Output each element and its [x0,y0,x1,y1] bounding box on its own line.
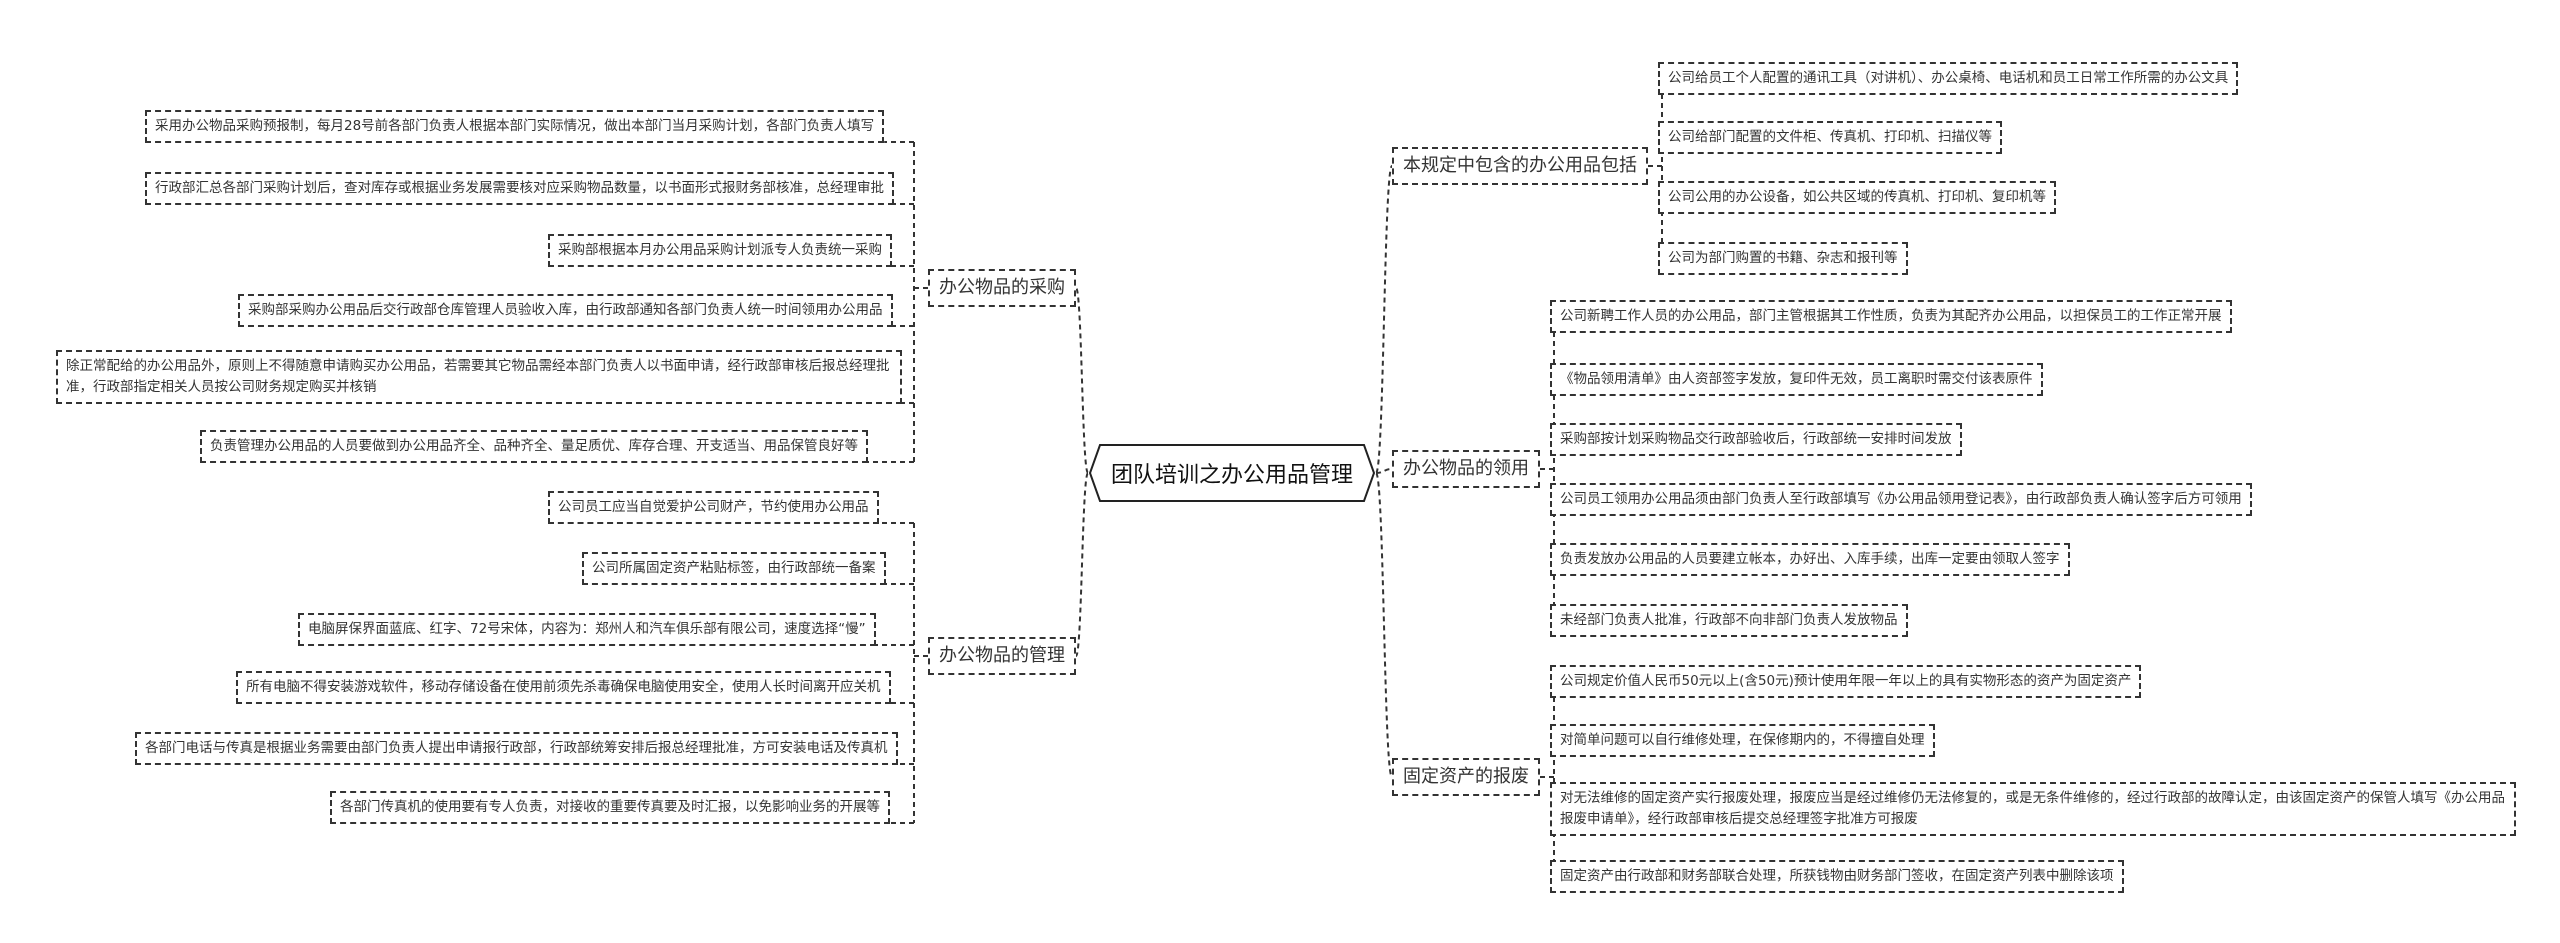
link-central-branch-procurement [1075,287,1089,474]
requisition-item-4[interactable]: 公司员工领用办公用品须由部门负责人至行政部填写《办公用品领用登记表》，由行政部负… [1550,483,2252,516]
branch-procurement[interactable]: 办公物品的采购 [928,269,1076,307]
requisition-item-5[interactable]: 负责发放办公用品的人员要建立帐本，办好出、入库手续，出库一定要由领取人签字 [1550,543,2070,576]
disposal-item-4[interactable]: 固定资产由行政部和财务部联合处理，所获钱物由财务部门签收，在固定资产列表中删除该… [1550,860,2124,893]
central-topic-label: 团队培训之办公用品管理 [1110,463,1353,488]
procurement-item-1[interactable]: 采用办公物品采购预报制，每月28号前各部门负责人根据本部门实际情况，做出本部门当… [145,110,885,143]
procurement-item-6[interactable]: 负责管理办公用品的人员要做到办公用品齐全、品种齐全、量足质优、库存合理、开支适当… [200,430,868,463]
procurement-item-2[interactable]: 行政部汇总各部门采购计划后，查对库存或根据业务发展需要核对应采购物品数量，以书面… [145,172,894,205]
procurement-item-3[interactable]: 采购部根据本月办公用品采购计划派专人负责统一采购 [548,234,892,267]
disposal-item-3[interactable]: 对无法维修的固定资产实行报废处理，报废应当是经过维修仍无法修复的，或是无条件维修… [1550,782,2516,836]
requisition-item-3[interactable]: 采购部按计划采购物品交行政部验收后，行政部统一安排时间发放 [1550,423,1962,456]
procurement-item-4[interactable]: 采购部采购办公用品后交行政部仓库管理人员验收入库，由行政部通知各部门负责人统一时… [238,294,893,327]
central-topic-shape [1088,444,1376,502]
disposal-item-2[interactable]: 对简单问题可以自行维修处理，在保修期内的，不得擅自处理 [1550,724,1935,757]
disposal-item-1[interactable]: 公司规定价值人民币50元以上(含50元)预计使用年限一年以上的具有实物形态的资产… [1550,665,2142,698]
requisition-item-1[interactable]: 公司新聘工作人员的办公用品，部门主管根据其工作性质，负责为其配齐办公用品，以担保… [1550,300,2232,333]
branch-scope[interactable]: 本规定中包含的办公用品包括 [1392,147,1648,185]
management-item-5[interactable]: 各部门电话与传真是根据业务需要由部门负责人提出申请报行政部，行政部统筹安排后报总… [135,732,898,765]
branch-disposal[interactable]: 固定资产的报废 [1392,758,1540,796]
management-item-2[interactable]: 公司所属固定资产粘贴标签，由行政部统一备案 [582,552,886,585]
requisition-item-6[interactable]: 未经部门负责人批准，行政部不向非部门负责人发放物品 [1550,604,1908,637]
scope-item-4[interactable]: 公司为部门购置的书籍、杂志和报刊等 [1658,242,1908,275]
link-central-branch-disposal [1375,472,1393,778]
central-topic[interactable]: 团队培训之办公用品管理 [1088,443,1376,503]
management-item-1[interactable]: 公司员工应当自觉爱护公司财产，节约使用办公用品 [548,491,879,524]
management-item-6[interactable]: 各部门传真机的使用要有专人负责，对接收的重要传真要及时汇报，以免影响业务的开展等 [330,791,890,824]
branch-requisition[interactable]: 办公物品的领用 [1392,450,1540,488]
link-central-branch-scope [1375,165,1393,474]
procurement-item-5[interactable]: 除正常配给的办公用品外，原则上不得随意申请购买办公用品，若需要其它物品需经本部门… [56,350,902,404]
management-item-3[interactable]: 电脑屏保界面蓝底、红字、72号宋体，内容为：郑州人和汽车俱乐部有限公司，速度选择… [298,613,876,646]
link-central-branch-requisition [1375,468,1393,474]
requisition-item-2[interactable]: 《物品领用清单》由人资部签字发放，复印件无效，员工离职时需交付该表原件 [1550,363,2043,396]
scope-item-3[interactable]: 公司公用的办公设备，如公共区域的传真机、打印机、复印机等 [1658,181,2056,214]
branch-management[interactable]: 办公物品的管理 [928,637,1076,675]
management-item-4[interactable]: 所有电脑不得安装游戏软件，移动存储设备在使用前须先杀毒确保电脑使用安全，使用人长… [236,671,891,704]
link-central-branch-management [1075,472,1089,657]
scope-item-1[interactable]: 公司给员工个人配置的通讯工具（对讲机）、办公桌椅、电话机和员工日常工作所需的办公… [1658,62,2239,95]
scope-item-2[interactable]: 公司给部门配置的文件柜、传真机、打印机、扫描仪等 [1658,121,2002,154]
